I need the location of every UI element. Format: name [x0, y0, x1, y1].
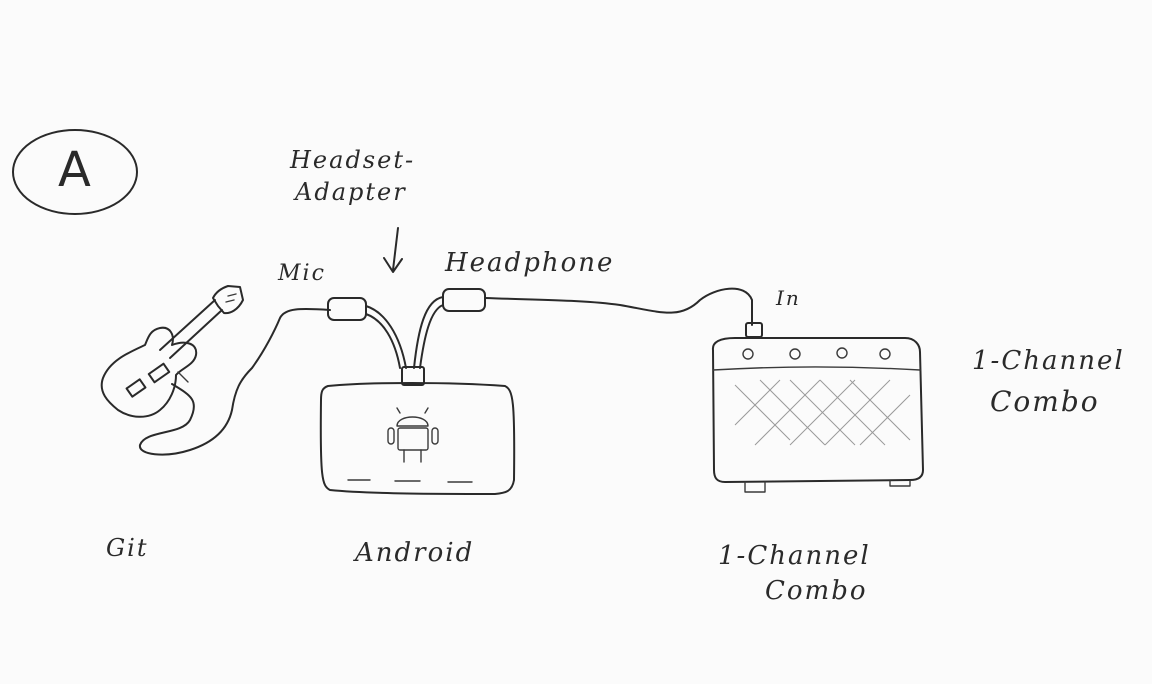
- side-note-line1: 1-Channel: [972, 346, 1125, 376]
- adapter-label-line1: Headset-: [290, 146, 416, 174]
- headphone-cable: [484, 287, 753, 326]
- adapter-y-cable: [365, 296, 444, 369]
- headphone-plug: [442, 288, 486, 312]
- amp-label-line1: 1-Channel: [718, 541, 871, 571]
- electric-guitar-icon: [100, 285, 244, 418]
- android-label: Android: [355, 538, 475, 568]
- amp-input-jack: [745, 322, 763, 338]
- amplifier-icon: [711, 337, 924, 493]
- adapter-arrow: [383, 227, 403, 273]
- headphone-port-label: Headphone: [445, 248, 615, 278]
- guitar-label: Git: [106, 534, 149, 562]
- android-robot-icon: [387, 407, 439, 463]
- guitar-cable: [139, 308, 331, 456]
- panel-marker-circle: [12, 129, 138, 215]
- mic-plug: [327, 297, 367, 321]
- adapter-label-line2: Adapter: [295, 178, 407, 206]
- amp-label-line2: Combo: [765, 576, 868, 606]
- mic-port-label: Mic: [278, 261, 326, 286]
- android-device: [319, 382, 516, 495]
- panel-marker-letter: A: [58, 142, 91, 198]
- adapter-jack: [401, 366, 425, 386]
- amp-in-port-label: In: [776, 286, 801, 310]
- side-note-line2: Combo: [990, 385, 1100, 418]
